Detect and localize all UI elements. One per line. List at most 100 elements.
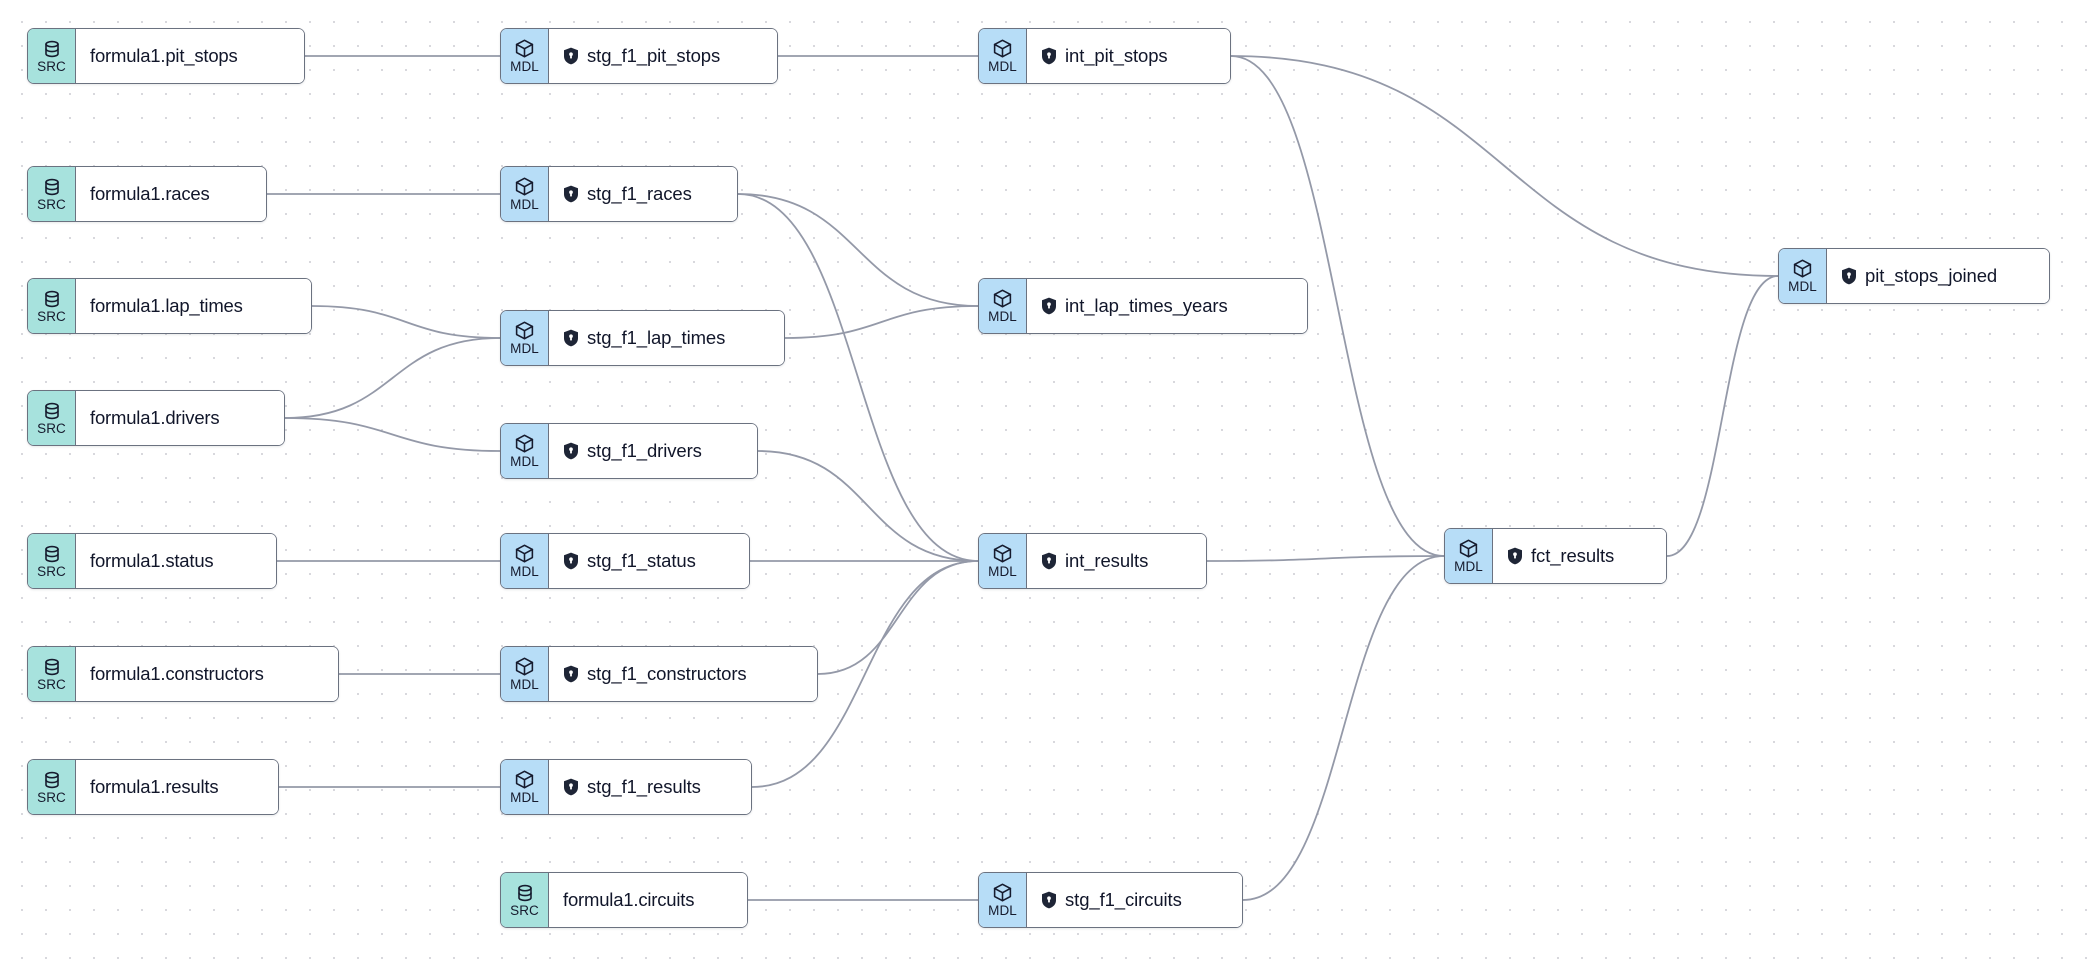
model-badge: MDL (501, 167, 549, 221)
edge-stg_drivers-to-int_results (757, 450, 979, 562)
node-kind-label: MDL (510, 564, 539, 580)
node-kind-label: SRC (37, 420, 66, 436)
node-body[interactable]: formula1.lap_times (76, 279, 311, 333)
node-body[interactable]: int_pit_stops (1027, 29, 1230, 83)
node-kind-label: SRC (37, 58, 66, 74)
cube-icon (1458, 538, 1479, 559)
node-body[interactable]: formula1.status (76, 534, 276, 588)
node-label: formula1.lap_times (90, 295, 243, 316)
node-kind-label: MDL (988, 903, 1017, 919)
node-label: stg_f1_circuits (1065, 889, 1182, 910)
graph-node-stg_lap_times[interactable]: MDL stg_f1_lap_times (500, 310, 785, 366)
node-body[interactable]: stg_f1_circuits (1027, 873, 1242, 927)
source-badge: SRC (28, 29, 76, 83)
node-kind-label: MDL (988, 564, 1017, 580)
model-badge: MDL (501, 647, 549, 701)
graph-node-stg_status[interactable]: MDL stg_f1_status (500, 533, 750, 589)
node-body[interactable]: stg_f1_drivers (549, 424, 757, 478)
edge-stg_races-to-int_results (737, 193, 979, 562)
node-kind-label: SRC (37, 563, 66, 579)
graph-node-src_pit_stops[interactable]: SRC formula1.pit_stops (27, 28, 305, 84)
graph-node-src_drivers[interactable]: SRC formula1.drivers (27, 390, 285, 446)
node-body[interactable]: formula1.drivers (76, 391, 284, 445)
node-label: int_lap_times_years (1065, 295, 1228, 316)
cube-icon (1792, 258, 1813, 279)
source-badge: SRC (28, 391, 76, 445)
model-badge: MDL (979, 29, 1027, 83)
source-badge: SRC (28, 167, 76, 221)
shield-lock-icon (1507, 547, 1523, 565)
graph-node-src_lap_times[interactable]: SRC formula1.lap_times (27, 278, 312, 334)
node-body[interactable]: stg_f1_races (549, 167, 737, 221)
node-body[interactable]: pit_stops_joined (1827, 249, 2049, 303)
shield-lock-icon (563, 329, 579, 347)
node-label: formula1.status (90, 550, 214, 571)
source-badge: SRC (28, 279, 76, 333)
cube-icon (992, 543, 1013, 564)
node-label: formula1.races (90, 183, 210, 204)
shield-lock-icon (1041, 552, 1057, 570)
node-body[interactable]: formula1.circuits (549, 873, 747, 927)
node-label: fct_results (1531, 545, 1615, 566)
node-body[interactable]: stg_f1_status (549, 534, 749, 588)
database-icon (42, 770, 62, 790)
shield-lock-icon (563, 47, 579, 65)
cube-icon (514, 320, 535, 341)
node-kind-label: SRC (37, 308, 66, 324)
node-label: stg_f1_results (587, 776, 701, 797)
node-kind-label: MDL (510, 341, 539, 357)
node-body[interactable]: formula1.results (76, 760, 278, 814)
node-label: int_pit_stops (1065, 45, 1168, 66)
node-body[interactable]: formula1.pit_stops (76, 29, 304, 83)
node-label: stg_f1_status (587, 550, 696, 571)
graph-node-stg_races[interactable]: MDL stg_f1_races (500, 166, 738, 222)
graph-node-int_results[interactable]: MDL int_results (978, 533, 1207, 589)
cube-icon (992, 882, 1013, 903)
model-badge: MDL (501, 760, 549, 814)
edge-fct_results-to-pit_stops_joined (1666, 275, 1779, 557)
node-kind-label: SRC (37, 196, 66, 212)
shield-lock-icon (563, 442, 579, 460)
shield-lock-icon (1041, 891, 1057, 909)
graph-node-src_circuits[interactable]: SRC formula1.circuits (500, 872, 748, 928)
cube-icon (514, 543, 535, 564)
database-icon (42, 39, 62, 59)
node-kind-label: MDL (988, 309, 1017, 325)
node-body[interactable]: fct_results (1493, 529, 1666, 583)
node-kind-label: MDL (510, 197, 539, 213)
edge-src_drivers-to-stg_drivers (284, 417, 501, 452)
node-body[interactable]: int_results (1027, 534, 1206, 588)
graph-node-stg_results[interactable]: MDL stg_f1_results (500, 759, 752, 815)
node-body[interactable]: stg_f1_constructors (549, 647, 817, 701)
graph-node-src_constructors[interactable]: SRC formula1.constructors (27, 646, 339, 702)
model-badge: MDL (501, 29, 549, 83)
model-badge: MDL (979, 279, 1027, 333)
source-badge: SRC (501, 873, 549, 927)
graph-node-src_status[interactable]: SRC formula1.status (27, 533, 277, 589)
node-body[interactable]: stg_f1_pit_stops (549, 29, 777, 83)
shield-lock-icon (1041, 297, 1057, 315)
graph-node-stg_drivers[interactable]: MDL stg_f1_drivers (500, 423, 758, 479)
node-body[interactable]: stg_f1_lap_times (549, 311, 784, 365)
graph-node-int_pit_stops[interactable]: MDL int_pit_stops (978, 28, 1231, 84)
node-body[interactable]: formula1.constructors (76, 647, 338, 701)
node-label: formula1.constructors (90, 663, 264, 684)
database-icon (42, 289, 62, 309)
graph-node-int_lap_times_years[interactable]: MDL int_lap_times_years (978, 278, 1308, 334)
node-body[interactable]: int_lap_times_years (1027, 279, 1307, 333)
node-kind-label: SRC (37, 676, 66, 692)
node-kind-label: MDL (510, 454, 539, 470)
edge-int_results-to-fct_results (1206, 555, 1445, 562)
node-body[interactable]: formula1.races (76, 167, 266, 221)
graph-node-stg_circuits[interactable]: MDL stg_f1_circuits (978, 872, 1243, 928)
graph-node-src_races[interactable]: SRC formula1.races (27, 166, 267, 222)
node-body[interactable]: stg_f1_results (549, 760, 751, 814)
node-label: formula1.circuits (563, 889, 695, 910)
node-label: int_results (1065, 550, 1149, 571)
